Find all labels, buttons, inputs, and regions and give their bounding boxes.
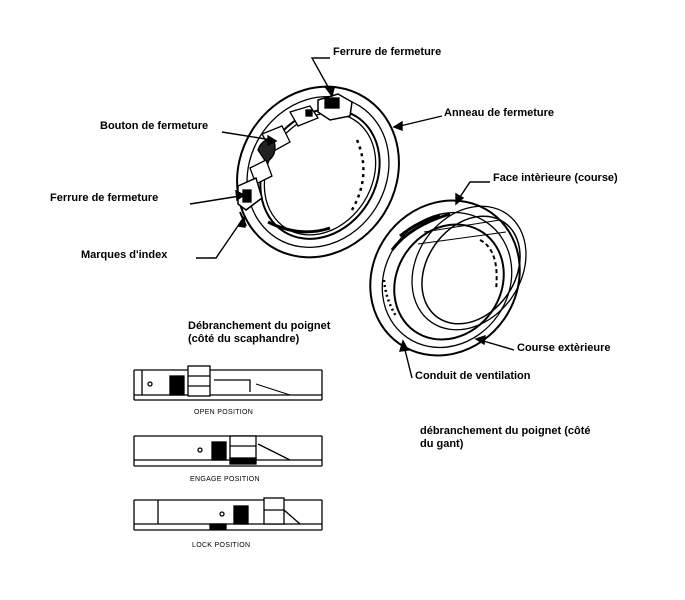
label-suit-side-line2: (côté du scaphandre) <box>188 333 300 345</box>
label-index-marks: Marques d'index <box>81 249 168 261</box>
label-glove-side-line2: du gant) <box>420 438 464 450</box>
label-suit-side-line1: Débranchement du poignet <box>188 320 331 332</box>
locking-button <box>249 125 291 185</box>
label-glove-side-line1: débranchement du poignet (côté <box>420 425 591 437</box>
left-fitting <box>237 176 263 227</box>
label-inner-face: Face intèrieure (course) <box>493 172 618 184</box>
leader-lines <box>189 57 515 379</box>
locking-ring <box>236 85 400 259</box>
label-locking-fitting-top: Ferrure de fermeture <box>333 46 442 58</box>
caption-lock-position: LOCK POSITION <box>192 542 251 549</box>
open-position-diagram <box>133 365 323 401</box>
label-glove-side-disconnect: débranchement du poignet (côté du gant) <box>420 425 591 451</box>
label-outer-race: Course extèrieure <box>517 342 611 354</box>
label-locking-ring: Anneau de fermeture <box>444 107 555 119</box>
caption-open-position: OPEN POSITION <box>194 409 254 416</box>
top-fitting <box>289 93 353 127</box>
label-suit-side-disconnect: Débranchement du poignet (côté du scapha… <box>188 320 330 346</box>
lock-position-diagram <box>133 497 323 531</box>
glove-ring <box>369 199 527 357</box>
label-locking-button: Bouton de fermeture <box>100 120 209 132</box>
label-vent-duct: Conduit de ventilation <box>415 370 531 382</box>
caption-engage-position: ENGAGE POSITION <box>190 476 260 483</box>
label-locking-fitting-left: Ferrure de fermeture <box>50 192 159 204</box>
engage-position-diagram <box>133 435 323 467</box>
